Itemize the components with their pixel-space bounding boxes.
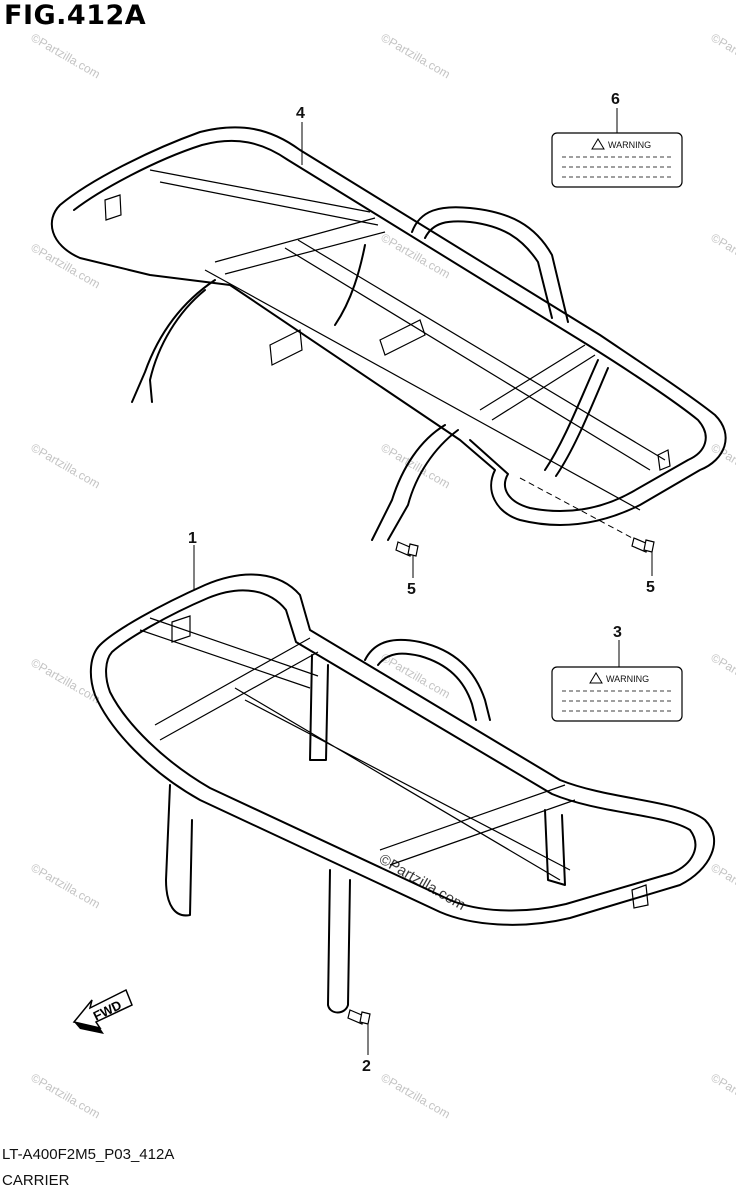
watermark: ©Partzilla.com [29, 860, 103, 911]
watermark: ©Partzilla.com [29, 440, 103, 491]
watermark: ©Partzilla.com [709, 1070, 736, 1121]
watermark: ©Partzilla.com [29, 1070, 103, 1121]
watermark: ©Partzilla.com [709, 650, 736, 701]
front-carrier [89, 573, 716, 1014]
watermark: ©Partzilla.com [29, 240, 103, 291]
warning-label-6: WARNING [551, 132, 683, 188]
warning-text: WARNING [608, 140, 651, 150]
watermark: ©Partzilla.com [709, 30, 736, 81]
watermark: ©Partzilla.com [379, 1070, 453, 1121]
watermark: ©Partzilla.com [709, 230, 736, 281]
callout-3: 3 [613, 624, 622, 641]
callouts: 4 6 5 5 1 3 2 [188, 91, 655, 1075]
callout-4: 4 [296, 105, 305, 122]
footer-name: CARRIER [2, 1172, 70, 1189]
fwd-arrow: FWD [72, 988, 133, 1034]
bolt-5-right [631, 537, 655, 553]
fwd-text: FWD [91, 997, 124, 1023]
watermark: ©Partzilla.com [709, 860, 736, 911]
watermarks: ©Partzilla.com ©Partzilla.com ©Partzilla… [29, 30, 736, 1121]
callout-6: 6 [611, 91, 620, 108]
callout-5-left: 5 [407, 581, 416, 598]
figure-title: FIG.412A [4, 0, 147, 31]
footer-code: LT-A400F2M5_P03_412A [2, 1146, 175, 1163]
callout-1: 1 [188, 530, 197, 547]
rear-carrier [50, 126, 727, 541]
watermark: ©Partzilla.com [29, 30, 103, 81]
callout-2: 2 [362, 1058, 371, 1075]
bolt-5-left [395, 541, 419, 557]
watermark: ©Partzilla.com [709, 440, 736, 491]
bolt-2 [347, 1009, 371, 1025]
warning-label-3: WARNING [551, 666, 683, 722]
warning-text: WARNING [606, 674, 649, 684]
callout-5-right: 5 [646, 579, 655, 596]
watermark: ©Partzilla.com [379, 30, 453, 81]
